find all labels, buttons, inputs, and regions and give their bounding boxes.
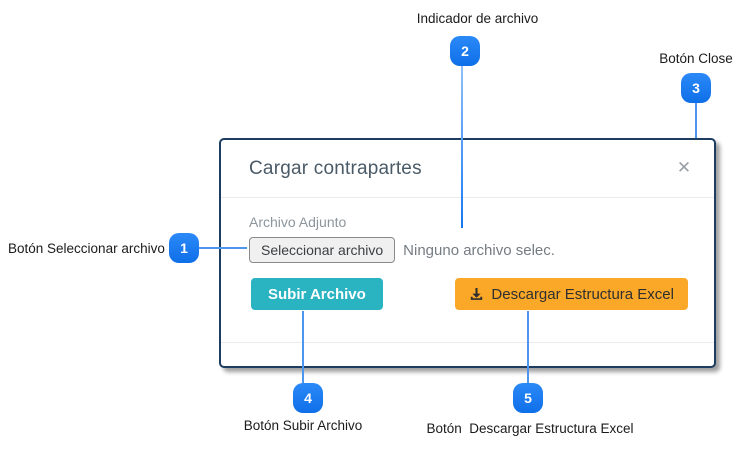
callout-label-close: Botón Close [659,51,733,66]
callout-label-subir-archivo: Botón Subir Archivo [243,418,363,433]
modal-title: Cargar contrapartes [249,157,422,179]
close-button[interactable]: ✕ [672,156,696,180]
download-button-label: Descargar Estructura Excel [491,285,674,303]
callout-badge-1: 1 [169,233,199,263]
callout-badge-4: 4 [293,383,323,413]
file-input: Seleccionar archivo Ninguno archivo sele… [249,237,688,263]
callout-line-4 [302,311,304,383]
callout-line-1 [199,247,247,249]
modal-body: Archivo Adjunto Seleccionar archivo Ning… [221,198,714,310]
modal-header: Cargar contrapartes ✕ [221,140,714,198]
file-status-text: Ninguno archivo selec. [403,241,555,259]
callout-line-2 [461,66,463,228]
subir-archivo-button[interactable]: Subir Archivo [251,278,383,310]
callout-line-5 [527,311,529,383]
callout-line-3 [695,103,697,138]
modal-footer [221,342,714,366]
file-attachment-label: Archivo Adjunto [249,214,347,230]
callout-badge-2: 2 [450,36,480,66]
close-icon: ✕ [676,158,692,177]
upload-modal: Cargar contrapartes ✕ Archivo Adjunto Se… [219,138,716,368]
callout-label-indicador-archivo: Indicador de archivo [416,11,539,26]
descargar-estructura-excel-button[interactable]: Descargar Estructura Excel [455,278,688,310]
callout-label-descargar-estructura: Botón Descargar Estructura Excel [426,421,634,436]
modal-actions-row: Subir Archivo Descargar Estructura Excel [249,278,688,310]
callout-badge-3: 3 [681,73,711,103]
callout-label-seleccionar-archivo: Botón Seleccionar archivo [8,241,165,256]
download-icon [469,287,484,302]
callout-badge-5: 5 [513,383,543,413]
seleccionar-archivo-button[interactable]: Seleccionar archivo [249,237,396,263]
